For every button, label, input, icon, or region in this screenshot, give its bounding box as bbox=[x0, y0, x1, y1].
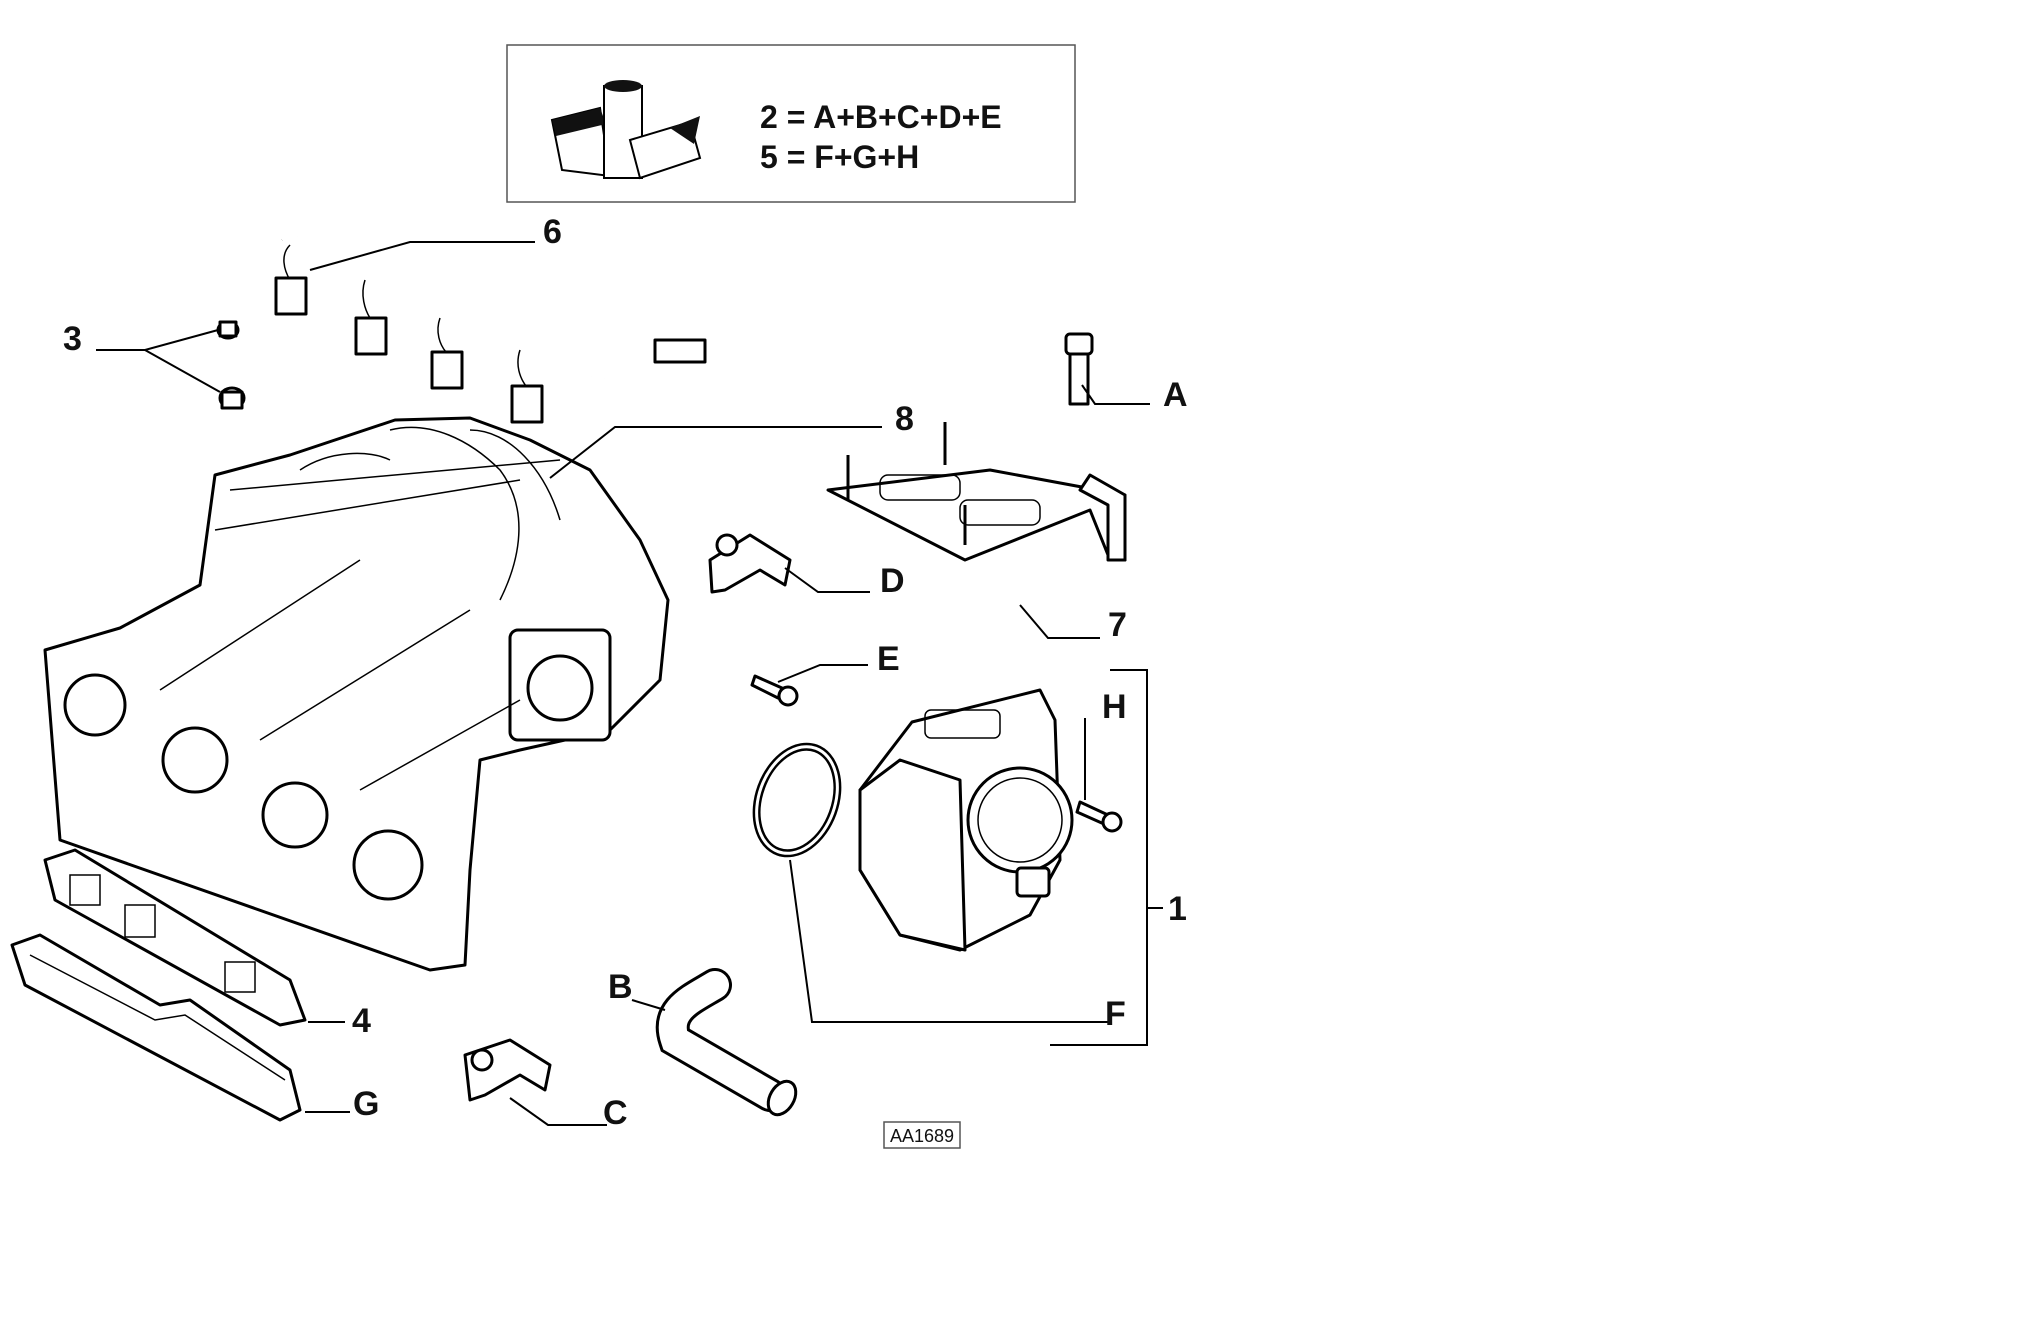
clamp-D bbox=[708, 533, 792, 594]
kit-line-1: 2 = A+B+C+D+E bbox=[760, 99, 1002, 135]
screw-H bbox=[1075, 800, 1123, 833]
label-B: B bbox=[608, 968, 633, 1006]
label-E: E bbox=[877, 640, 900, 678]
kit-line-2: 5 = F+G+H bbox=[760, 139, 919, 175]
label-G: G bbox=[353, 1085, 379, 1123]
label-3: 3 bbox=[63, 320, 82, 358]
gasket-4 bbox=[43, 848, 307, 1027]
leader-lines bbox=[96, 241, 1163, 1126]
kit-box: 2 = A+B+C+D+E 5 = F+G+H bbox=[506, 44, 1076, 203]
label-A: A bbox=[1163, 376, 1188, 414]
bracket bbox=[826, 422, 1127, 562]
hose-B bbox=[655, 968, 798, 1117]
clamp-C bbox=[463, 1038, 552, 1102]
screw-E bbox=[750, 674, 799, 707]
plugs bbox=[216, 320, 246, 410]
label-8: 8 bbox=[895, 400, 914, 438]
gasket-G bbox=[10, 933, 302, 1122]
label-H: H bbox=[1102, 688, 1127, 726]
fiat-parts-kit-icon bbox=[550, 80, 702, 180]
reference-code-box: AA1689 bbox=[883, 1121, 961, 1149]
wiring-harness bbox=[274, 232, 707, 424]
callout-labels: 6 3 8 A D 7 E H 1 F B 4 G C bbox=[63, 213, 1188, 1132]
reference-code: AA1689 bbox=[890, 1126, 954, 1146]
label-6: 6 bbox=[543, 213, 562, 251]
throttle-body bbox=[858, 688, 1074, 952]
o-ring-F bbox=[752, 742, 842, 858]
label-C: C bbox=[603, 1094, 628, 1132]
intake-manifold bbox=[43, 416, 670, 972]
bolt-A bbox=[1064, 332, 1094, 406]
label-4: 4 bbox=[352, 1002, 371, 1040]
label-F: F bbox=[1105, 995, 1126, 1033]
label-1: 1 bbox=[1168, 890, 1187, 928]
label-D: D bbox=[880, 562, 905, 600]
label-7: 7 bbox=[1108, 606, 1127, 644]
